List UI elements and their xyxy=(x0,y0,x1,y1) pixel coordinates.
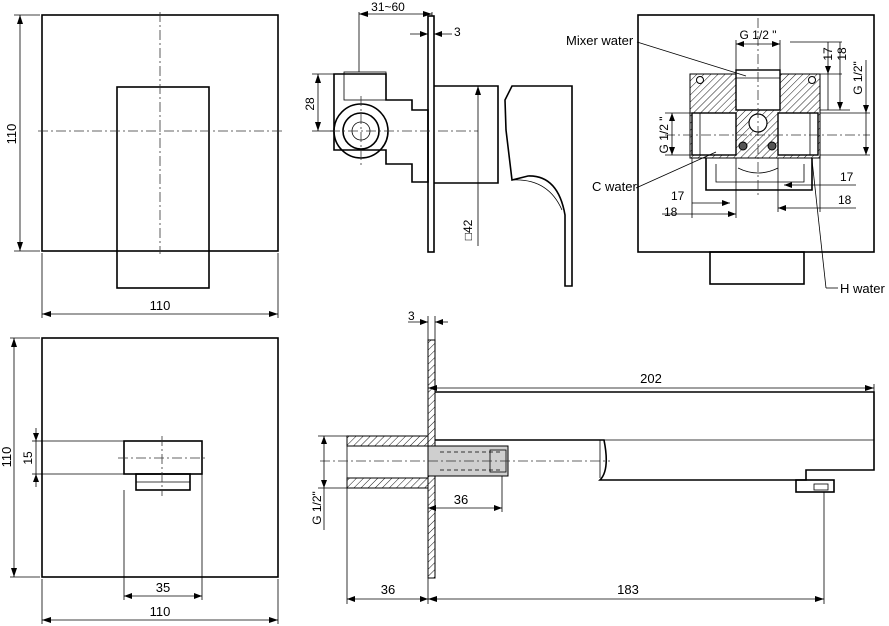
left-dim-17: 17 xyxy=(671,189,685,203)
spout-length-dimension: 202 xyxy=(428,371,875,392)
left-dim-18: 18 xyxy=(664,205,678,219)
plate-thickness-dimension: 3 xyxy=(410,16,461,40)
insert-length-label: 36 xyxy=(454,492,468,507)
handle-bottom-stub xyxy=(709,251,805,285)
h-water-label: H water xyxy=(840,281,885,296)
spout-cover-plate xyxy=(41,337,279,578)
mixer-water-callout: Mixer water xyxy=(566,33,747,77)
spout-aerator xyxy=(795,479,835,493)
spout-front-width-label: 110 xyxy=(150,604,171,619)
lever-profile xyxy=(504,85,573,287)
width-dimension: 110 xyxy=(41,253,279,318)
cold-port xyxy=(691,112,737,156)
handle-sleeve xyxy=(434,85,499,184)
spout-thread-dimension: G 1/2" xyxy=(310,435,347,530)
spout-front-width-dimension: 110 xyxy=(41,579,279,624)
right-thread-label: G 1/2" xyxy=(851,61,865,95)
top-dim-17: 17 xyxy=(821,47,835,61)
c-water-label: C water xyxy=(592,179,637,194)
valve-top-boss xyxy=(343,71,387,101)
hot-port xyxy=(777,112,819,156)
spout-front-height-dimension: 110 xyxy=(0,337,40,578)
front-length-dimension: 183 xyxy=(427,492,825,604)
side-cover-plate xyxy=(427,15,435,253)
front-width-label: 110 xyxy=(150,298,171,313)
right-dim-18: 18 xyxy=(838,193,852,207)
spout-length-label: 202 xyxy=(640,371,662,386)
top-thread-dimension: G 1/2 " xyxy=(735,28,781,70)
depth-dimension: 31~60 xyxy=(358,0,433,72)
depth-range-label: 31~60 xyxy=(371,0,405,14)
body-height-dimension: 28 xyxy=(303,73,334,132)
right-dim-17: 17 xyxy=(840,170,854,184)
left-thread-dimension: G 1/2 " xyxy=(657,112,692,156)
lower-housing xyxy=(705,158,813,191)
body-height-label: 28 xyxy=(303,97,317,111)
square-dimension: □42 xyxy=(461,86,481,246)
side-plate-thickness-label: 3 xyxy=(454,25,461,39)
spout-width-dimension: 35 xyxy=(123,474,203,600)
spout-width-label: 35 xyxy=(156,580,170,595)
c-water-callout: C water xyxy=(592,151,717,194)
front-height-label: 110 xyxy=(4,124,19,145)
spout-front-height-label: 110 xyxy=(0,447,14,468)
right-thread-dimension: G 1/2" xyxy=(820,60,870,156)
spout-height-label: 15 xyxy=(21,451,35,465)
rear-dimension: 36 xyxy=(346,488,428,604)
front-length-label: 183 xyxy=(617,582,639,597)
mixer-water-label: Mixer water xyxy=(566,33,634,48)
height-dimension: 110 xyxy=(4,14,40,252)
valve-body-view: G 1/2 " Mixer water C water H water 17 xyxy=(566,14,885,296)
square-size-label: □42 xyxy=(461,219,475,240)
top-right-dimensions: 17 18 xyxy=(780,41,850,111)
spout-side-view: 3 202 G 1/2" 36 xyxy=(310,309,875,604)
spout-body xyxy=(435,391,875,481)
front-view: 110 110 xyxy=(4,12,282,318)
valve-body xyxy=(333,73,429,183)
spout-plate-thickness-dimension: 3 xyxy=(408,309,448,340)
lever-handle xyxy=(116,86,210,289)
spout-front-view: 110 15 35 110 xyxy=(0,337,279,624)
h-water-callout: H water xyxy=(811,159,885,296)
left-bottom-dimensions: 17 18 xyxy=(662,158,737,219)
right-bottom-dimensions: 17 18 xyxy=(777,158,856,212)
side-view: 31~60 3 28 □42 xyxy=(303,0,573,287)
top-dim-18: 18 xyxy=(835,47,849,61)
insert-dimension: 36 xyxy=(428,476,503,512)
rear-length-label: 36 xyxy=(381,582,395,597)
left-thread-label: G 1/2 " xyxy=(657,117,671,154)
spout-plate-thickness-label: 3 xyxy=(408,309,415,323)
spout-height-dimension: 15 xyxy=(21,428,42,487)
spout-thread-label: G 1/2" xyxy=(310,491,324,525)
top-thread-label: G 1/2 " xyxy=(740,28,777,42)
spout-outlet xyxy=(123,440,203,475)
